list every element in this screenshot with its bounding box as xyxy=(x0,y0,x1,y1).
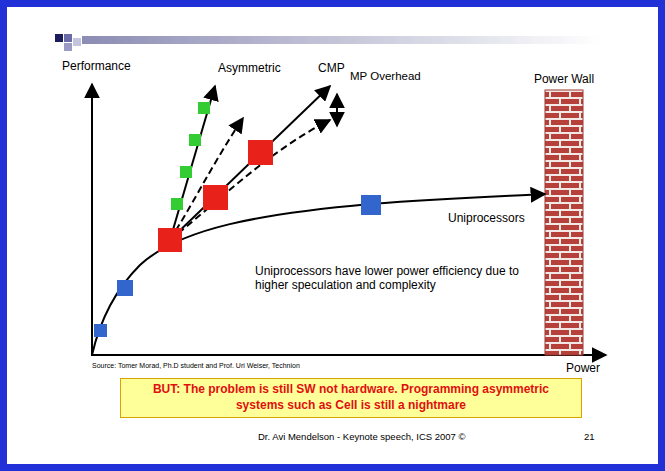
slide-ground xyxy=(7,7,658,464)
footer-text: Dr. Avi Mendelson - Keynote speech, ICS … xyxy=(258,432,466,443)
axes xyxy=(92,84,606,356)
source-note: Source: Tomer Morad, Ph.D student and Pr… xyxy=(92,362,300,370)
axis-title: Power xyxy=(566,362,600,376)
note-box: BUT: The problem is still SW not hardwar… xyxy=(120,378,582,418)
annotation: Uniprocessors have lower power efficienc… xyxy=(255,265,530,293)
data-points xyxy=(94,102,381,337)
series-label: Asymmetric xyxy=(218,62,281,76)
wall-label: Power Wall xyxy=(534,72,594,86)
axis-title: Performance xyxy=(62,60,131,74)
power-wall: Power Wall xyxy=(545,90,583,355)
annotation: MP Overhead xyxy=(350,70,421,83)
curves xyxy=(92,86,545,355)
series-label: Uniprocessors xyxy=(448,212,525,226)
page-number: 21 xyxy=(584,432,595,443)
series-label: CMP xyxy=(318,62,345,76)
title-decoration xyxy=(55,34,602,51)
brick-wall xyxy=(545,90,583,355)
note-text: BUT: The problem is still SW not hardwar… xyxy=(129,382,573,413)
